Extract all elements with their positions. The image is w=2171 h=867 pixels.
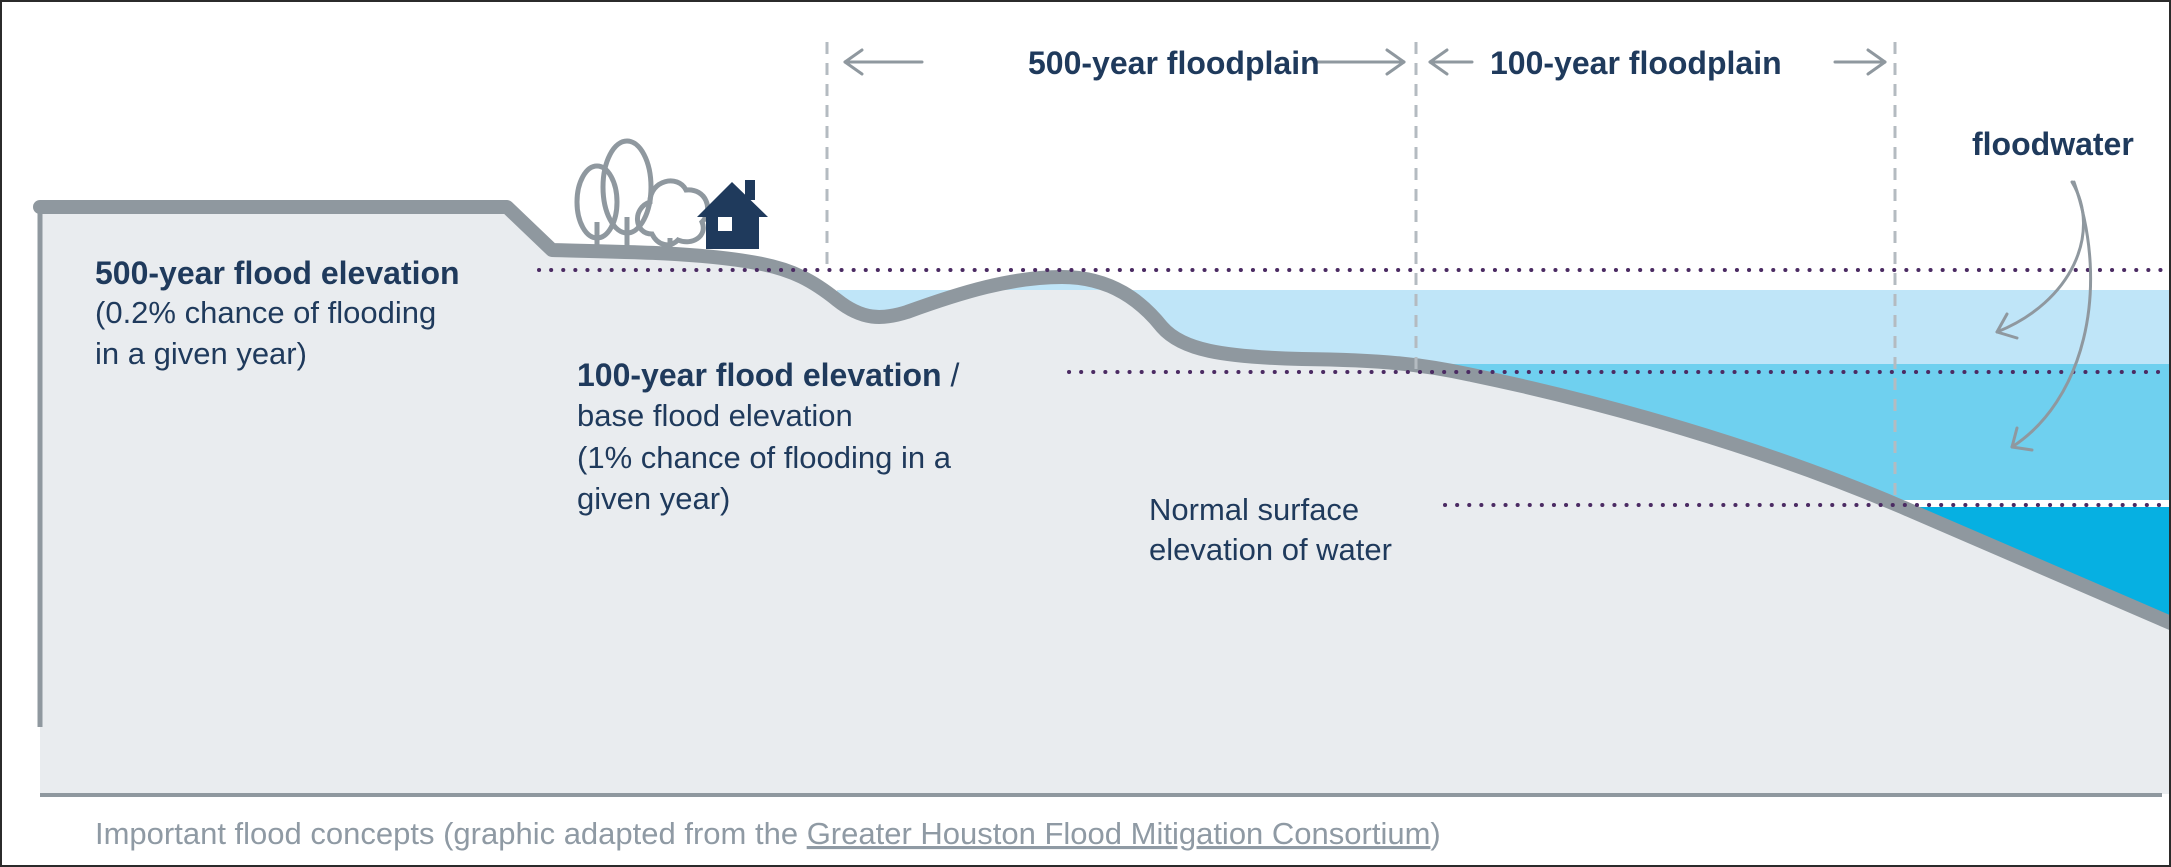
floodplain-500-label: 500-year floodplain	[1028, 45, 1320, 81]
house-icon	[697, 180, 768, 249]
ground-area	[40, 207, 2169, 794]
elevation-500-line2: in a given year)	[95, 336, 307, 371]
caption-prefix: Important flood concepts (graphic adapte…	[95, 816, 807, 851]
floodwater-500-band	[837, 277, 2169, 364]
floodwater-arrows	[1995, 180, 2093, 452]
figure-caption: Important flood concepts (graphic adapte…	[95, 816, 1441, 851]
floodwater-100-band	[1412, 364, 2169, 500]
normal-surface-line1: Normal surface	[1149, 492, 1359, 527]
floodwater-label: floodwater	[1972, 126, 2134, 162]
elevation-100-title-text: 100-year flood elevation	[577, 357, 942, 393]
floodplain-100-label: 100-year floodplain	[1490, 45, 1782, 81]
caption-source-link[interactable]: Greater Houston Flood Mitigation Consort…	[807, 816, 1431, 851]
caption-suffix: )	[1430, 816, 1440, 851]
elevation-100-slash: /	[942, 357, 960, 393]
elevation-100-line3: given year)	[577, 481, 730, 516]
tree-icon	[574, 138, 710, 249]
normal-surface-line2: elevation of water	[1149, 532, 1392, 567]
terrain-profile-line	[33, 200, 2169, 630]
elevation-500-title: 500-year flood elevation	[95, 255, 460, 291]
elevation-100-title: 100-year flood elevation /	[577, 357, 959, 393]
elevation-100-line1: base flood elevation	[577, 398, 853, 433]
elevation-500-line1: (0.2% chance of flooding	[95, 295, 436, 330]
elevation-100-line2: (1% chance of flooding in a	[577, 440, 952, 475]
floodplain-arrows	[843, 48, 1887, 76]
